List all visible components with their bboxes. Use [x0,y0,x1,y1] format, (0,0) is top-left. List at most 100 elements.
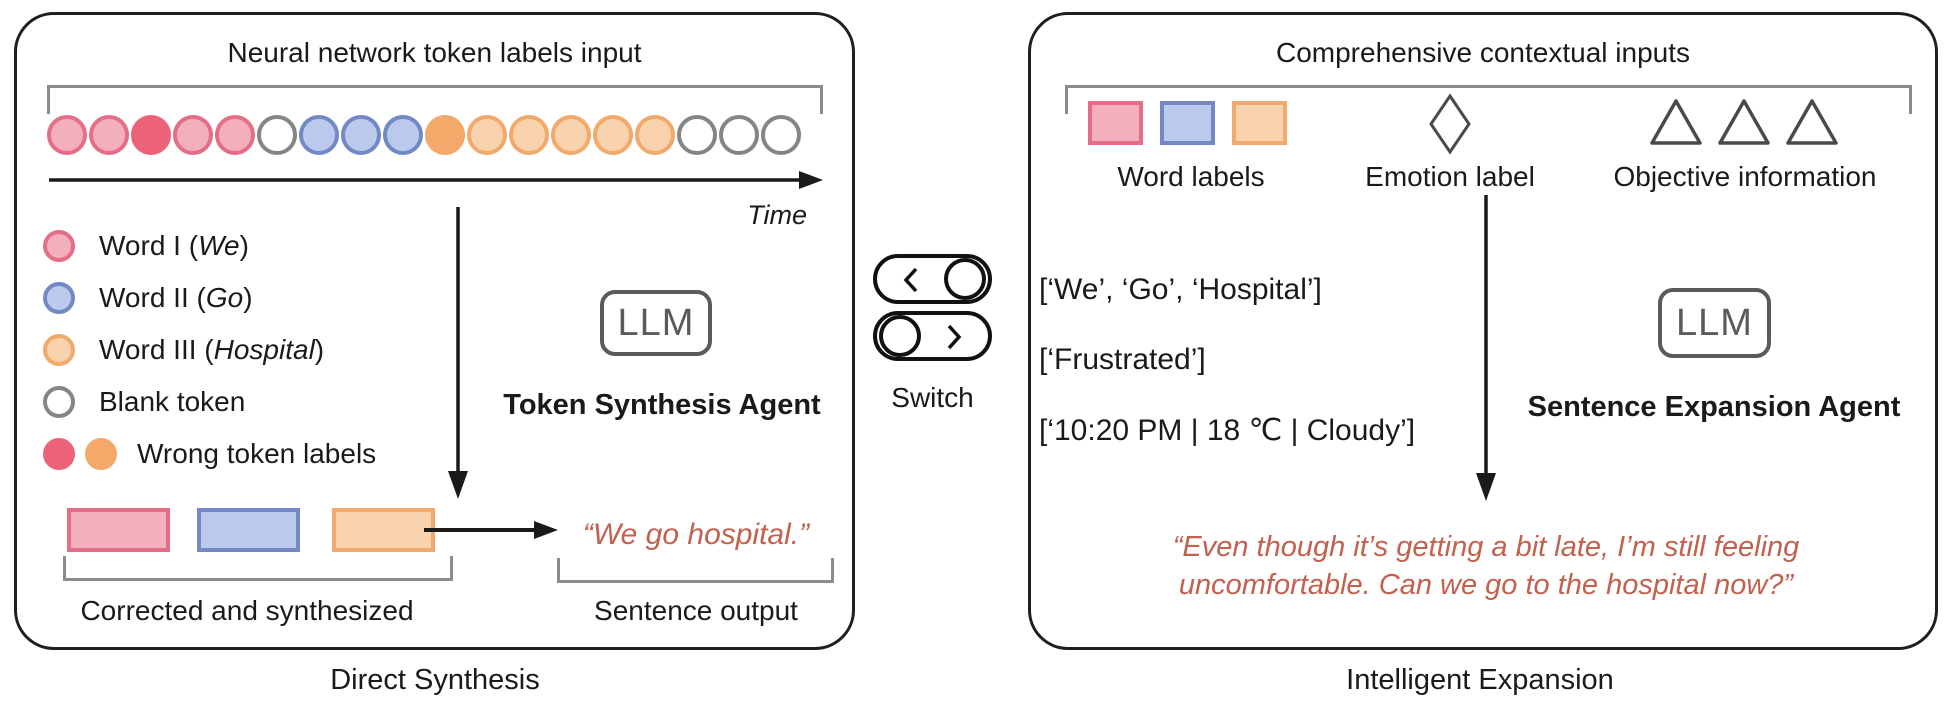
legend-row-blank: Blank token [43,376,376,428]
legend-row-word2: Word II (Go) [43,272,376,324]
token-circle-orange [593,115,633,155]
token-circle-orange [635,115,675,155]
legend-word-italic: We [198,230,240,261]
token-circle-pink [215,115,255,155]
legend-text: Word I ( [99,230,199,261]
token-circle-blue [383,115,423,155]
context-top-bracket [1065,85,1912,114]
word-square-orange [1232,101,1287,145]
orange-solid-swatch-icon [85,438,117,470]
legend-swatches [43,282,81,314]
pink-swatch-icon [43,230,75,262]
sentence-output-bracket [557,558,834,583]
legend-word-italic: Hospital [213,334,315,365]
intelligent-expansion-caption: Intelligent Expansion [1346,664,1614,696]
token-circle-pink [89,115,129,155]
right-arrow-icon [424,521,558,539]
token-circle-pink [173,115,213,155]
corrected-bracket [63,556,453,581]
emotion-label-list: [‘Frustrated’] [1039,343,1206,376]
blank-swatch-icon [43,386,75,418]
token-synthesis-agent-label: Token Synthesis Agent [503,389,821,421]
red-solid-swatch-icon [43,438,75,470]
legend-label: Word III (Hospital) [99,334,324,366]
legend-text-suffix: ) [314,334,325,365]
emotion-diamond-icon [1429,93,1471,155]
legend-text: Wrong token labels [137,438,377,469]
legend-text-suffix: ) [239,230,249,261]
objective-triangle-icon [1650,99,1702,145]
blue-swatch-icon [43,282,75,314]
legend-text: Word II ( [99,282,206,313]
legend-label: Word I (We) [99,230,249,262]
legend-swatches [43,230,81,262]
word-square-blue [1160,101,1215,145]
llm-label: LLM [617,301,695,344]
direct-synthesis-caption: Direct Synthesis [330,664,540,696]
legend-text-suffix: ) [243,282,253,313]
word-rect-blue [197,508,300,552]
legend-label: Word II (Go) [99,282,253,314]
token-circle-orange-solid [425,115,465,155]
token-row [47,115,801,155]
objective-information-caption: Objective information [1613,161,1877,192]
word-labels-list: [‘We’, ‘Go’, ‘Hospital’] [1039,273,1322,306]
left-panel-title: Neural network token labels input [227,37,642,68]
token-circle-orange [467,115,507,155]
token-circle-blank [719,115,759,155]
toggle-knob-icon [879,315,921,357]
token-circle-blank [761,115,801,155]
token-circle-orange [509,115,549,155]
token-circle-blue [341,115,381,155]
input-top-bracket [47,85,823,114]
down-arrow-icon [1476,195,1496,501]
switch-label: Switch [891,382,974,413]
word-rect-pink [67,508,170,552]
llm-box: LLM [600,290,712,356]
intelligent-expansion-panel: Comprehensive contextual inputs Word lab… [1028,12,1938,650]
legend-swatches [43,334,81,366]
switch-toggle-bottom[interactable] [873,311,992,361]
token-circle-blue [299,115,339,155]
legend-row-word3: Word III (Hospital) [43,324,376,376]
token-circle-pink [47,115,87,155]
objective-triangle-icon [1786,99,1838,145]
legend-label: Blank token [99,386,245,418]
legend-word-italic: Go [205,282,244,313]
word-labels-caption: Word labels [1117,161,1265,192]
legend-row-word1: Word I (We) [43,220,376,272]
token-circle-red-solid [131,115,171,155]
orange-swatch-icon [43,334,75,366]
sentence-output-caption: Sentence output [594,595,798,626]
right-panel-title: Comprehensive contextual inputs [1275,37,1690,68]
chevron-left-icon [903,267,918,293]
token-circle-orange [551,115,591,155]
legend-text: Blank token [99,386,246,417]
token-circle-blank [677,115,717,155]
llm-box: LLM [1658,288,1771,358]
token-circle-blank [257,115,297,155]
objective-information-list: [‘10:20 PM | 18 ℃ | Cloudy’] [1039,414,1416,447]
output-sentence: “We go hospital.” [582,518,810,551]
down-arrow-icon [448,207,468,499]
corrected-caption: Corrected and synthesized [80,595,414,626]
llm-label: LLM [1676,301,1753,344]
toggle-knob-icon [944,258,986,300]
legend-text: Word III ( [99,334,214,365]
legend-swatches [43,438,123,470]
switch-toggle-top[interactable] [873,254,992,304]
token-legend: Word I (We) Word II (Go) Word III (Hospi… [43,220,376,480]
chevron-right-icon [947,324,962,350]
direct-synthesis-panel: Neural network token labels input Time W… [14,12,855,650]
sentence-expansion-agent-label: Sentence Expansion Agent [1527,391,1901,423]
time-arrow-icon [49,171,823,189]
legend-row-wrong-tokens: Wrong token labels [43,428,376,480]
expanded-output-line1: “Even though it’s getting a bit late, I’… [1172,531,1800,563]
legend-label: Wrong token labels [137,438,376,470]
emotion-label-caption: Emotion label [1365,161,1535,192]
word-rect-orange [332,508,435,552]
legend-swatches [43,386,81,418]
time-label: Time [747,200,807,230]
objective-triangle-icon [1718,99,1770,145]
expanded-output-line2: uncomfortable. Can we go to the hospital… [1178,569,1794,601]
